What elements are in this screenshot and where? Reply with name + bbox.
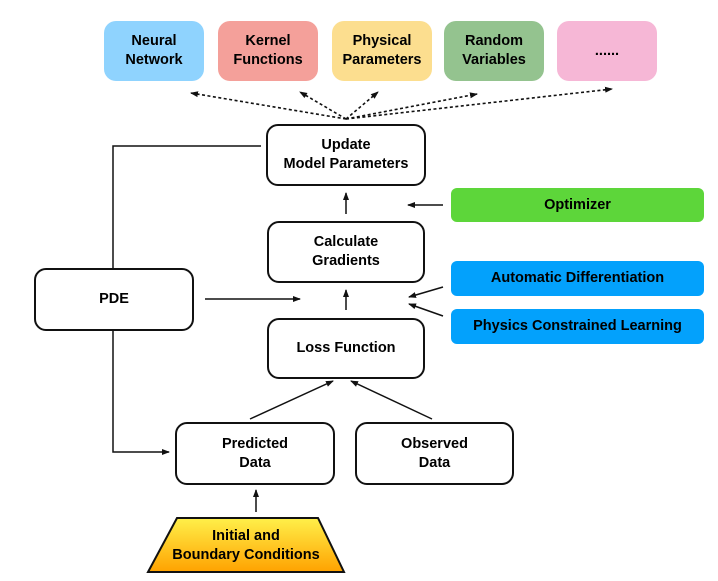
optimizer-label: Optimizer — [544, 196, 611, 213]
model-type-label: Random — [465, 33, 523, 50]
physics-arrow — [408, 303, 444, 317]
model-type-label: ...... — [594, 42, 620, 59]
loss-function-box: Loss Function — [267, 318, 425, 379]
gradients-label-line1: Calculate — [313, 234, 379, 251]
physics-constrained-learning-box: Physics Constrained Learning — [451, 309, 704, 344]
model-type-label: Network — [125, 52, 183, 68]
model-type-label: Neural — [131, 33, 177, 50]
optimizer-box: Optimizer — [451, 188, 704, 222]
pde-to-update-line — [112, 145, 261, 268]
observed-label-line2: Data — [418, 454, 451, 471]
conditions-label-line1: Initial and — [212, 528, 280, 545]
pde-to-predicted-arrow — [112, 330, 170, 455]
update-label-line1: Update — [321, 137, 371, 154]
autodiff-label: Automatic Differentiation — [490, 270, 665, 287]
model-type-label: Variables — [462, 52, 526, 68]
model-type-label: Parameters — [342, 52, 422, 68]
dashed-arrow-more — [345, 86, 613, 120]
predicted-label-line1: Predicted — [221, 435, 289, 452]
pde-box: PDE — [34, 268, 194, 331]
observed-to-loss-arrow — [350, 380, 433, 420]
predicted-label-line2: Data — [239, 454, 271, 471]
dashed-arrow-random-variables — [345, 92, 478, 120]
model-type-label: Functions — [233, 52, 303, 68]
conditions-label-line2: Boundary Conditions — [172, 547, 320, 563]
dashed-arrow-neural-network — [190, 91, 347, 120]
dashed-arrow-kernel-functions — [299, 91, 347, 120]
update-label-line2: Model Parameters — [283, 156, 409, 172]
model-type-label: Physical — [352, 33, 412, 50]
conditions-shape — [146, 517, 346, 573]
loss-label: Loss Function — [296, 340, 396, 357]
physics-label: Physics Constrained Learning — [473, 318, 682, 335]
dashed-arrow-physical-parameters — [345, 91, 379, 120]
model-type-label: Kernel — [245, 33, 291, 50]
predicted-to-loss-arrow — [249, 380, 334, 420]
automatic-differentiation-box: Automatic Differentiation — [451, 261, 704, 296]
autodiff-arrow — [408, 286, 444, 298]
gradients-label-line2: Gradients — [312, 253, 380, 269]
observed-label-line1: Observed — [401, 435, 468, 452]
model-type-more: ...... — [557, 21, 657, 81]
pde-label: PDE — [99, 291, 129, 308]
